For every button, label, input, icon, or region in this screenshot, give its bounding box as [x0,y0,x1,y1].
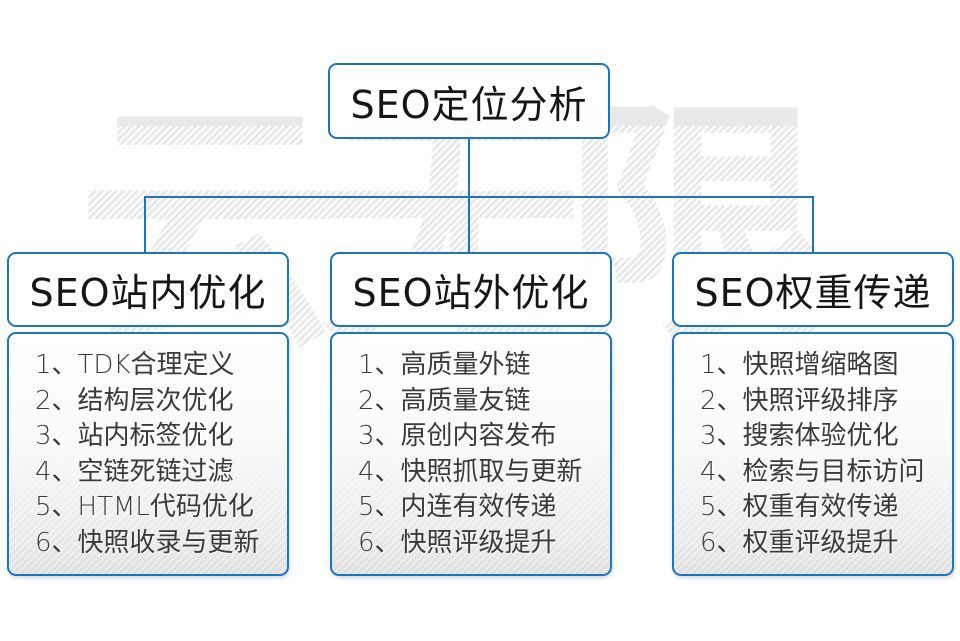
list-item: 2、结构层次优化 [35,385,234,416]
connector-line-horizontal [144,196,814,198]
root-node: SEO定位分析 [328,63,610,139]
list-item: 4、检索与目标访问 [700,456,925,487]
root-node-title: SEO定位分析 [350,82,588,127]
branch-node-weight: SEO权重传递 [672,252,954,327]
list-item: 2、快照评级排序 [700,385,899,416]
list-panel-onsite: 1、TDK合理定义 2、结构层次优化 3、站内标签优化 4、空链死链过滤 5、HTML代… [7,332,289,576]
list-onsite: 1、TDK合理定义 2、结构层次优化 3、站内标签优化 4、空链死链过滤 5、HTML代… [9,348,287,561]
list-panel-weight: 1、快照增缩略图 2、快照评级排序 3、搜索体验优化 4、检索与目标访问 5、权重有效传… [672,332,954,576]
connector-line-right [812,196,814,253]
list-item: 6、权重评级提升 [700,527,899,558]
list-item: 3、搜索体验优化 [700,421,899,451]
branch-node-onsite: SEO站内优化 [7,252,289,327]
list-item: 5、内连有效传递 [358,492,557,522]
list-item: 5、权重有效传递 [700,492,899,522]
list-item: 1、高质量外链 [358,350,531,380]
list-panel-offsite: 1、高质量外链 2、高质量友链 3、原创内容发布 4、快照抓取与更新 5、内连有效传递 6… [330,332,612,576]
list-item: 6、快照收录与更新 [35,527,260,558]
list-item: 4、空链死链过滤 [35,456,234,487]
branch-node-weight-title: SEO权重传递 [694,271,932,315]
list-item: 3、原创内容发布 [358,421,557,451]
list-item: 1、TDK合理定义 [35,350,235,380]
branch-node-offsite-title: SEO站外优化 [352,271,590,315]
list-item: 5、HTML代码优化 [35,492,254,522]
list-offsite: 1、高质量外链 2、高质量友链 3、原创内容发布 4、快照抓取与更新 5、内连有效传递 6… [332,348,610,561]
list-weight: 1、快照增缩略图 2、快照评级排序 3、搜索体验优化 4、检索与目标访问 5、权重有效传… [674,348,952,561]
branch-node-onsite-title: SEO站内优化 [29,271,267,315]
list-item: 1、快照增缩略图 [700,350,899,380]
list-item: 2、高质量友链 [358,385,531,416]
list-item: 6、快照评级提升 [358,527,557,558]
branch-node-offsite: SEO站外优化 [330,252,612,327]
connector-line-left [144,196,146,253]
list-item: 3、站内标签优化 [35,421,234,451]
list-item: 4、快照抓取与更新 [358,456,583,487]
